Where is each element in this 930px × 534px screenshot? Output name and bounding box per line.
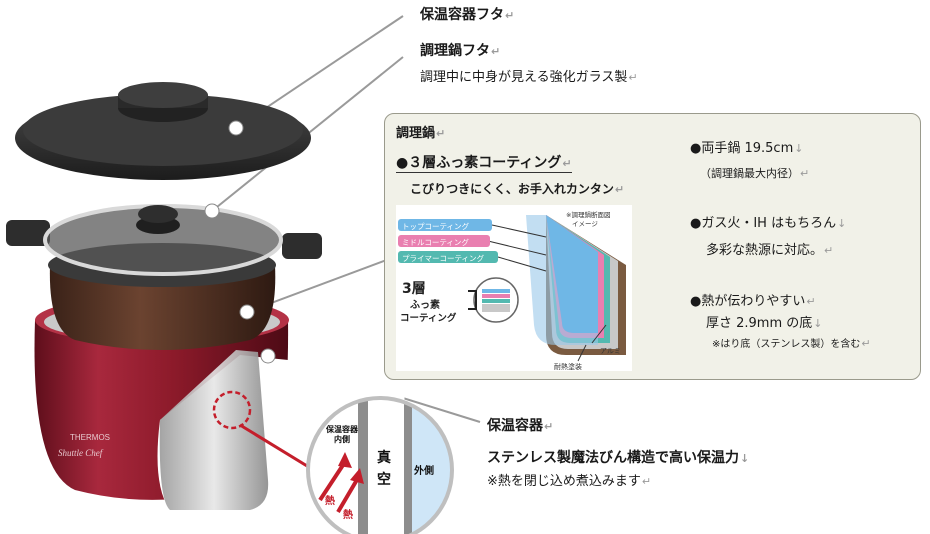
spec-bottom: ●熱が伝わりやすい↵	[690, 294, 816, 309]
badge-coating: コーティング	[400, 312, 457, 324]
container-label: 保温容器↵	[487, 418, 554, 434]
container-note: ※熱を閉じ込め煮込みます↵	[487, 474, 652, 489]
heat-label-2: 熱	[343, 508, 353, 521]
heat-label-1: 熱	[325, 494, 335, 507]
layer-primer-label: プライマーコーティング	[402, 253, 485, 263]
spec-heat-source: ●ガス火・IH はもちろん↓	[690, 216, 847, 231]
glass-lid-description: 調理中に中身が見える強化ガラス製↵	[420, 70, 638, 85]
brand-text: THERMOS	[70, 433, 110, 442]
layer-middle-label: ミドルコーティング	[402, 237, 469, 247]
spec-heat-source-2: 多彩な熱源に対応。↵	[706, 243, 834, 258]
vacuum-label: 真	[377, 449, 391, 466]
vacuum-label-2: 空	[377, 471, 391, 488]
glass-lid	[43, 203, 283, 276]
spec-diameter: ●両手鍋 19.5cm↓	[690, 141, 804, 156]
glass-lid-label: 調理鍋フタ↵	[420, 43, 501, 59]
layer-top-label: トップコーティング	[402, 221, 470, 231]
coating-heading: ●３層ふっ素コーティング↵	[396, 152, 572, 173]
heatproof-label: 耐熱塗装	[554, 362, 582, 371]
spec-bottom-note: ※はり底（ステンレス製）を含む↵	[712, 337, 871, 350]
badge-layers: 3層	[402, 281, 426, 297]
inner-wall-label-2: 内側	[334, 434, 350, 444]
spec-diameter-note: （調理鍋最大内径）↵	[700, 167, 810, 180]
aluminum-label: アルミ	[600, 347, 621, 355]
inner-wall-label: 保温容器	[325, 424, 359, 434]
model-text: Shuttle Chef	[58, 448, 104, 458]
insulation-lid	[15, 82, 311, 180]
spec-bottom-2: 厚さ 2.9mm の底↓	[706, 316, 823, 331]
coating-diagram: トップコーティング ミドルコーティング プライマーコーティング ※調理鍋断面図 …	[396, 205, 632, 371]
diagram-title: ※調理鍋断面図	[566, 210, 610, 219]
insulation-lid-label: 保温容器フタ↵	[420, 7, 515, 23]
coating-description: こびりつきにくく、お手入れカンタン↵	[410, 182, 625, 196]
panel-title: 調理鍋↵	[396, 126, 446, 141]
container-description: ステンレス製魔法びん構造で高い保温力↓	[487, 450, 750, 466]
diagram-subtitle: イメージ	[572, 220, 598, 228]
badge-fluorine: ふっ素	[410, 298, 440, 311]
outer-wall-label: 外側	[413, 464, 434, 477]
